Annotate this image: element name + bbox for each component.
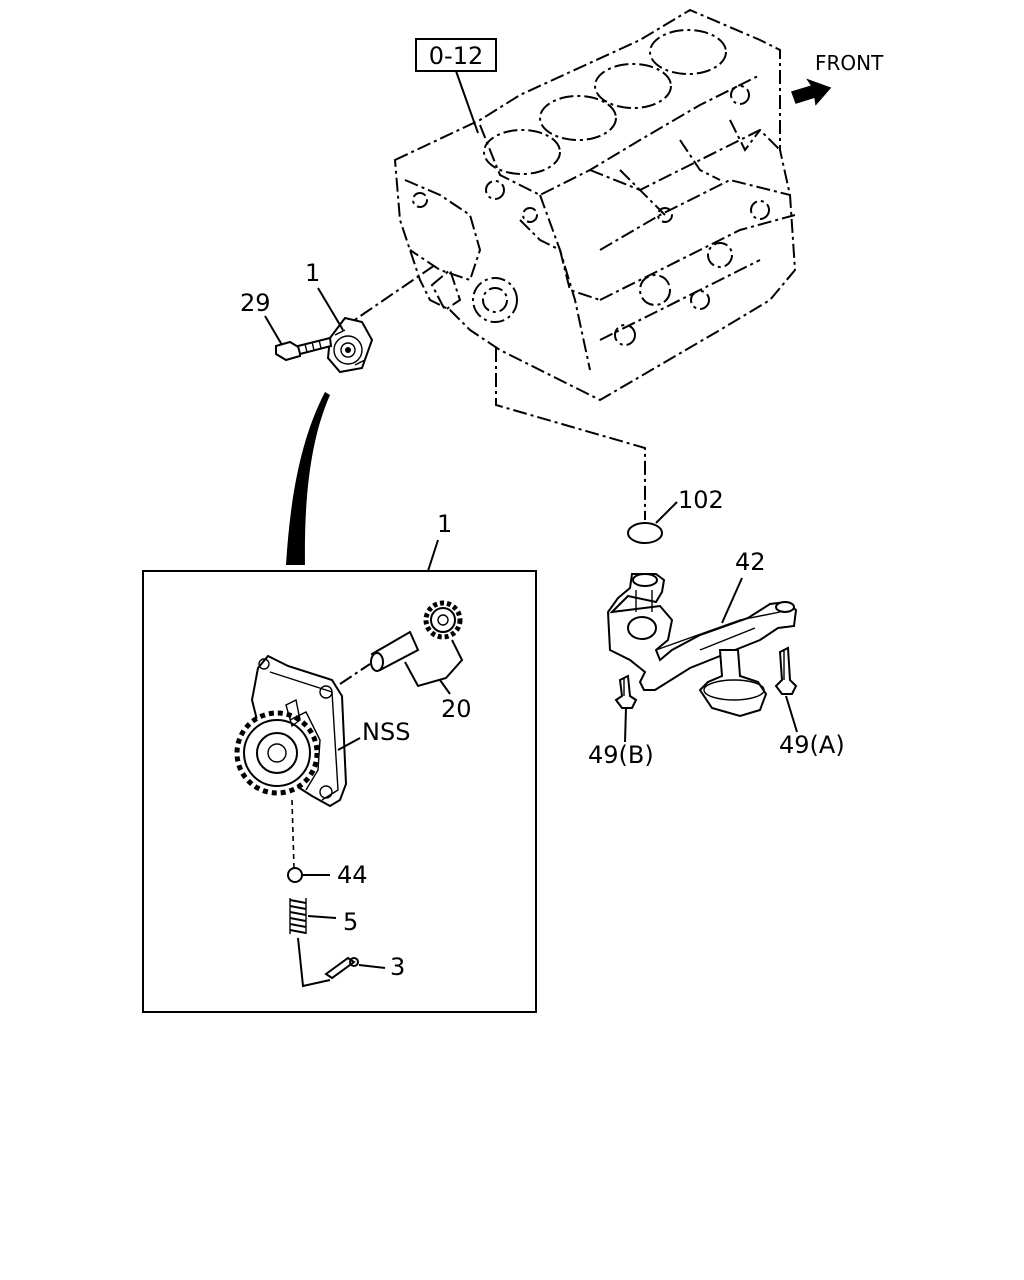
callout-44: 44	[337, 861, 368, 889]
spring	[289, 898, 307, 934]
driven-gear	[423, 600, 463, 640]
callout-1-detail: 1	[437, 510, 452, 538]
drive-gear	[234, 710, 321, 796]
callout-nss: NSS	[362, 718, 410, 746]
oil-strainer: 102 42 49(B) 49(A)	[495, 348, 845, 769]
callout-29: 29	[240, 289, 271, 317]
engine-block	[393, 8, 797, 402]
cotter-pin	[324, 956, 359, 980]
front-label: FRONT	[815, 51, 884, 75]
front-indicator: FRONT	[791, 51, 884, 106]
callout-42: 42	[735, 548, 766, 576]
oil-pump-small	[275, 264, 436, 374]
callout-49a: 49(A)	[779, 731, 845, 759]
callout-49b: 49(B)	[588, 741, 654, 769]
reference-box: 0-12	[415, 38, 497, 134]
ref-box-label: 0-12	[429, 42, 483, 70]
detail-box: 1 20 NSS	[142, 510, 537, 1013]
callout-1-top: 1	[305, 259, 320, 287]
callout-102: 102	[678, 486, 724, 514]
callout-3: 3	[390, 953, 405, 981]
o-ring	[627, 522, 663, 544]
detail-leader	[286, 392, 330, 565]
front-arrow-icon	[791, 78, 832, 106]
callout-5: 5	[343, 908, 358, 936]
callout-20: 20	[441, 695, 472, 723]
